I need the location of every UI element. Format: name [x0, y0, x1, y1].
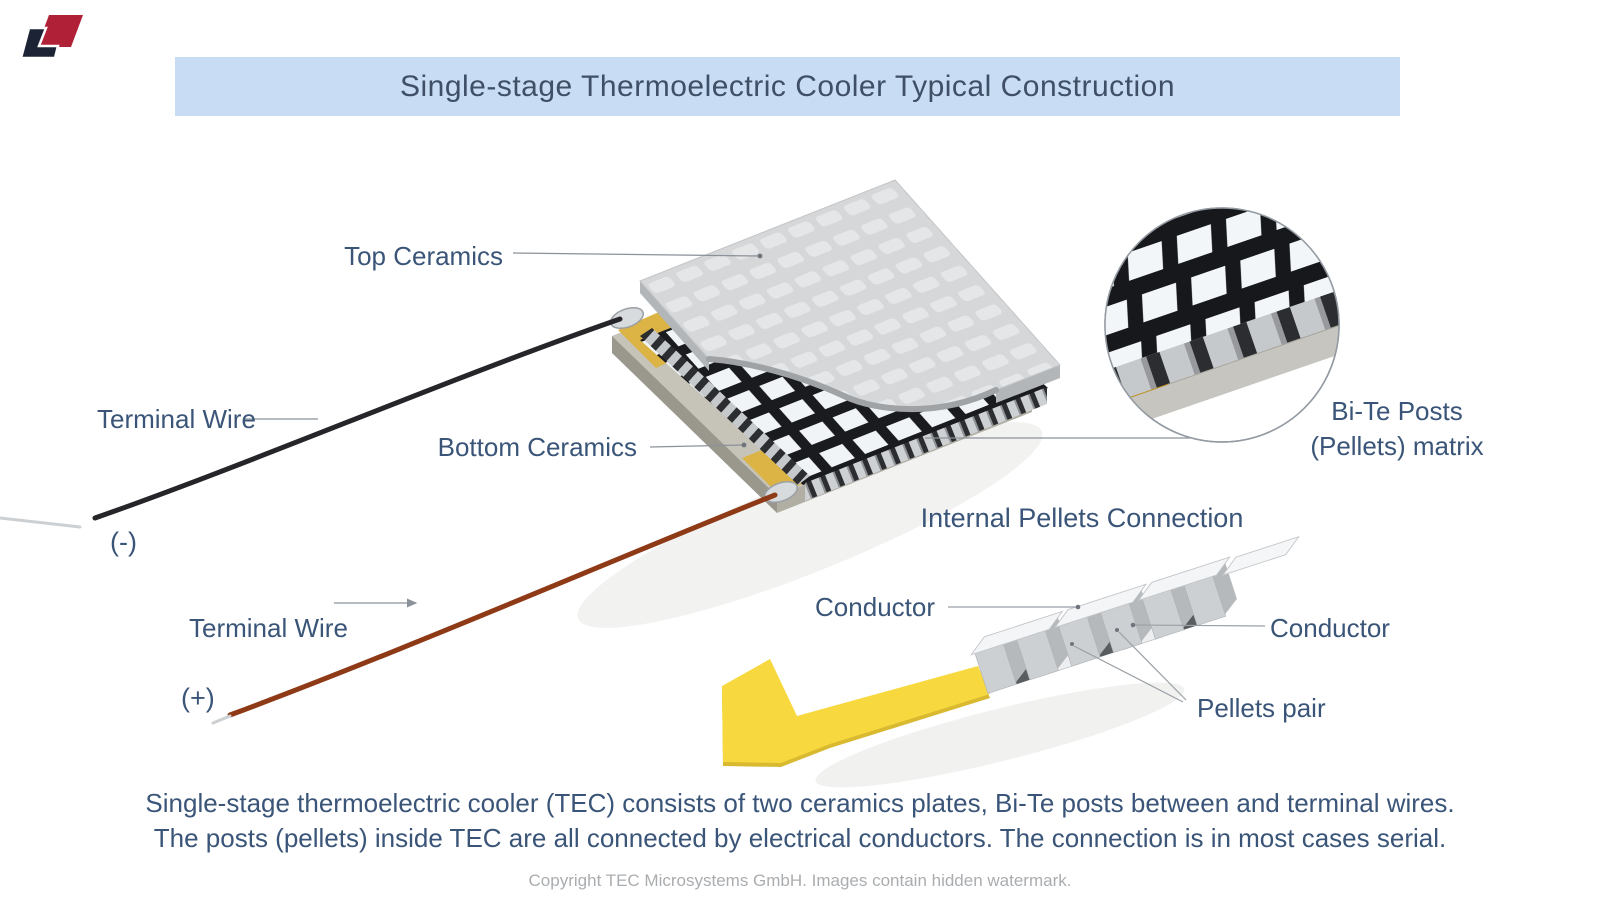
label-bite-posts-matrix: Bi-Te Posts (Pellets) matrix [1310, 394, 1483, 464]
label-top-ceramics: Top Ceramics [344, 241, 503, 271]
label-bite-posts-line2: (Pellets) matrix [1310, 431, 1484, 461]
page-title: Single-stage Thermoelectric Cooler Typic… [399, 69, 1176, 103]
top-conductor [969, 610, 1064, 656]
connection-shadow [815, 682, 1185, 788]
wire-negative-tip [0, 516, 82, 529]
logo-red-parallelogram [37, 15, 83, 47]
magnifier-pellet-grid [1105, 208, 1339, 379]
label-terminal-wire-negative: Terminal Wire [97, 404, 256, 434]
label-pellets-pair: Pellets pair [1197, 693, 1326, 723]
pellet-pair-unit [1053, 583, 1154, 667]
logo-navy-l-shape [19, 26, 60, 60]
trailing-conductor [1221, 535, 1300, 576]
top-ceramic-plate [639, 179, 1061, 413]
description-text: Single-stage thermoelectric cooler (TEC)… [0, 786, 1600, 856]
leader-lines [245, 252, 1190, 608]
wire-positive-tip [211, 714, 232, 725]
top-conductor [1053, 583, 1148, 629]
conductor-left-leader-dot [1075, 604, 1081, 610]
pellets-pair-leader-line-2 [1118, 631, 1187, 701]
module-shadow [577, 422, 1043, 628]
label-conductor-left: Conductor [815, 592, 935, 622]
top-ceramics-leader-dot [757, 253, 763, 259]
label-bite-posts-line1: Bi-Te Posts [1331, 396, 1463, 426]
conductor-right-leader-dot [1130, 622, 1136, 628]
top-conductor [1137, 556, 1231, 602]
internal-pellets-connection-illustration [722, 535, 1300, 788]
pellets-pair-leader-line-1 [1073, 645, 1184, 703]
copyright-notice: Copyright TEC Microsystems GmbH. Images … [528, 871, 1072, 890]
label-conductor-right: Conductor [1270, 613, 1390, 643]
yellow-connection-pad [722, 659, 990, 763]
conductor-right-leader-line [1134, 624, 1266, 627]
label-negative-sign: (-) [110, 527, 137, 557]
pellet-matrix-magnifier [1104, 207, 1340, 443]
pellet-pair-unit [969, 610, 1070, 694]
pellet-pair-unit [1137, 556, 1237, 640]
bottom-ceramics-leader-dot [741, 442, 747, 448]
label-internal-pellets-connection: Internal Pellets Connection [920, 503, 1244, 533]
pellet-teeth-front-edge [805, 387, 1047, 501]
terminal-wire-negative [92, 316, 623, 521]
pellets-pair-leader-dot-2 [1115, 628, 1119, 632]
pellets-chain [969, 535, 1300, 694]
tec-module-illustration [0, 179, 1061, 725]
bottom-ceramics-leader-line [649, 444, 743, 448]
label-positive-sign: (+) [181, 683, 215, 713]
title-bar: Single-stage Thermoelectric Cooler Typic… [175, 57, 1400, 116]
label-bottom-ceramics: Bottom Ceramics [437, 432, 637, 462]
description-line-2: The posts (pellets) inside TEC are all c… [153, 823, 1447, 853]
description-line-1: Single-stage thermoelectric cooler (TEC)… [145, 788, 1455, 818]
magnifier-pellet-sides [1105, 280, 1339, 410]
label-terminal-wire-positive: Terminal Wire [189, 613, 348, 643]
terminal-wire-positive [227, 492, 778, 718]
pellet-teeth-left-edge [640, 328, 810, 485]
magnifier-substrate [1105, 312, 1339, 437]
cutaway-curl-edge [706, 356, 999, 413]
top-ceramics-leader-line [512, 252, 759, 257]
company-logo [19, 15, 83, 60]
pellets-pair-leader-dot-1 [1070, 642, 1074, 646]
